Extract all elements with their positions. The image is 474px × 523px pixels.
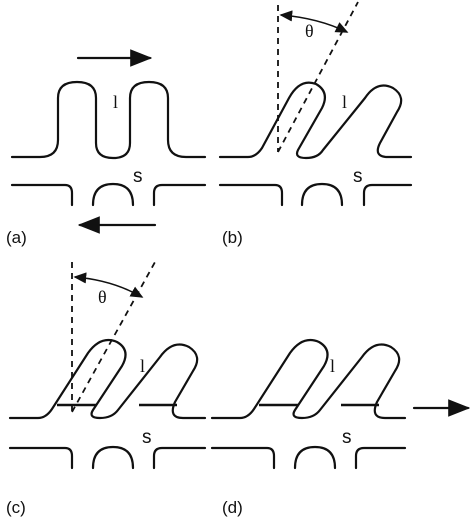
panel-b: θ l s (b) bbox=[218, 1, 413, 247]
solid-label: s bbox=[353, 166, 363, 187]
solid-label: s bbox=[342, 427, 352, 448]
liquid-label: l bbox=[140, 356, 145, 376]
angle-label: θ bbox=[305, 21, 314, 41]
panel-caption: (a) bbox=[6, 228, 27, 247]
liquid-label: l bbox=[342, 92, 347, 112]
panel-caption: (d) bbox=[222, 498, 243, 517]
lower-solid-boundary bbox=[210, 445, 407, 470]
solid-label: s bbox=[133, 166, 143, 187]
liquid-label: l bbox=[330, 356, 335, 376]
interface-profile bbox=[8, 338, 207, 420]
liquid-label: l bbox=[113, 92, 118, 112]
angle-label: θ bbox=[98, 287, 107, 307]
panel-caption: (c) bbox=[6, 498, 26, 517]
lower-solid-boundary bbox=[8, 445, 207, 470]
solid-label: s bbox=[142, 427, 152, 448]
panel-d: l s (d) bbox=[210, 338, 471, 517]
interface-profile bbox=[210, 338, 407, 420]
tilt-reference-line bbox=[277, 1, 359, 153]
angle-arc bbox=[279, 10, 349, 33]
lower-solid-boundary bbox=[10, 182, 207, 207]
panel-c: θ l s (c) bbox=[6, 261, 207, 517]
interface-profile bbox=[218, 81, 413, 160]
panel-caption: (b) bbox=[222, 228, 243, 247]
panel-a: l s (a) bbox=[6, 49, 207, 247]
lower-solid-boundary bbox=[218, 182, 413, 207]
interface-profile bbox=[10, 80, 207, 160]
angle-arc bbox=[73, 272, 144, 298]
